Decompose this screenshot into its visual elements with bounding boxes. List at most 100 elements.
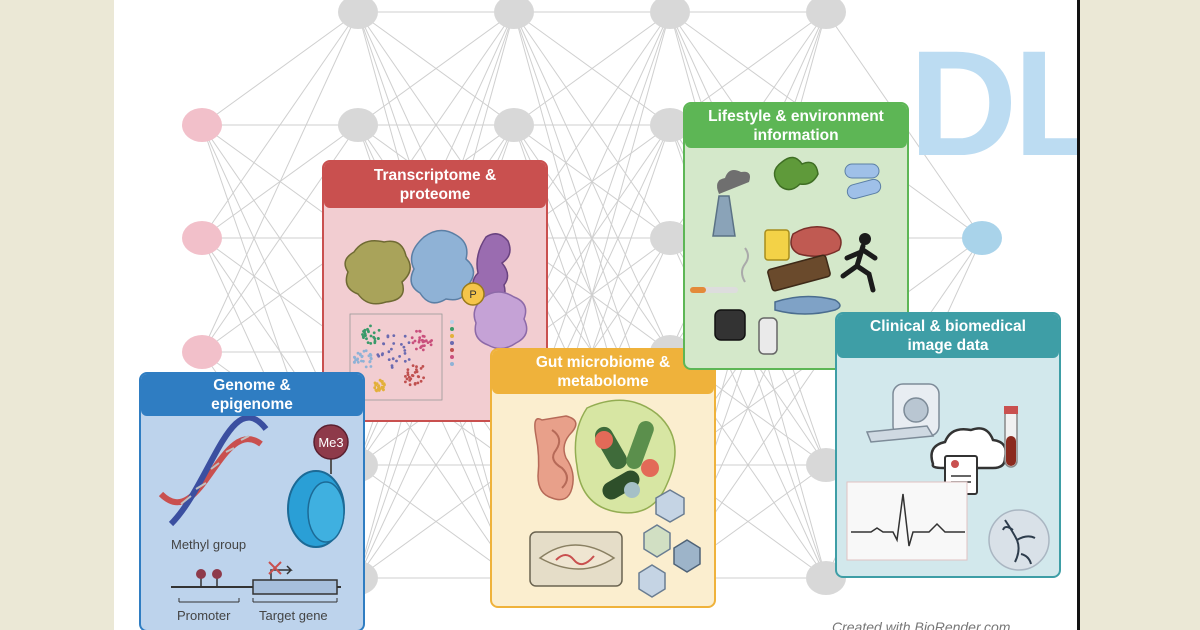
tsne-point <box>375 382 379 385</box>
tsne-legend-marker <box>450 348 454 352</box>
tsne-point <box>363 333 367 337</box>
dl-title: DL <box>909 19 1078 187</box>
tsne-point <box>413 339 417 343</box>
tsne-point <box>392 342 396 345</box>
tsne-point <box>380 380 384 384</box>
tsne-point <box>362 336 365 339</box>
phospho-label: P <box>469 289 476 301</box>
tsne-point <box>406 371 410 374</box>
tsne-point <box>390 347 393 351</box>
tsne-point <box>373 337 377 340</box>
tsne-point <box>377 384 381 388</box>
tsne-point <box>419 379 423 383</box>
tsne-point <box>411 341 415 345</box>
tsne-point <box>423 340 426 343</box>
tsne-point <box>372 331 376 335</box>
network-edge <box>357 11 515 126</box>
tsne-point <box>420 338 424 342</box>
tsne-point <box>418 330 422 333</box>
mri-scanner-icon <box>865 383 940 443</box>
tsne-point <box>429 343 433 347</box>
tsne-point <box>373 386 377 390</box>
tsne-point <box>411 364 415 367</box>
tsne-point <box>415 368 418 371</box>
dna-helix-icon <box>158 414 269 527</box>
tsne-point <box>387 358 391 361</box>
chocolate-icon <box>767 254 831 292</box>
tsne-point <box>417 375 421 379</box>
glucose-meter-icon <box>758 317 778 355</box>
tsne-point <box>416 381 420 385</box>
panel-microbiome-header: Gut microbiome & metabolome <box>492 350 714 394</box>
tsne-point <box>377 328 381 332</box>
tsne-point <box>419 367 423 370</box>
tsne-legend-marker <box>450 362 454 366</box>
tsne-point <box>362 359 365 363</box>
tsne-point <box>365 337 368 341</box>
canvas-border <box>1077 0 1080 630</box>
tsne-point <box>429 340 432 343</box>
panel-transcriptome: P Transcriptome & proteome <box>322 160 548 422</box>
tsne-point <box>369 324 372 328</box>
factory-icon <box>712 170 750 237</box>
tsne-point <box>356 360 360 364</box>
promoter-label: Promoter <box>177 608 231 623</box>
tsne-point <box>421 334 425 338</box>
clinical-illustration <box>846 383 1050 571</box>
diagram-canvas: DL P Transcriptome & proteome <box>114 0 1078 630</box>
tsne-point <box>406 373 410 376</box>
tsne-point <box>418 336 422 340</box>
tsne-legend-marker <box>450 334 454 338</box>
tsne-point <box>352 360 356 364</box>
runner-icon <box>840 233 878 293</box>
intestine-icon <box>534 415 577 501</box>
network-edge <box>201 11 359 239</box>
target-gene-label: Target gene <box>259 608 328 623</box>
hidden-node <box>494 108 534 142</box>
input-node <box>182 335 222 369</box>
tsne-point <box>413 371 417 374</box>
panel-genome-header: Genome & epigenome <box>141 374 363 416</box>
tsne-point <box>421 348 425 352</box>
input-node <box>182 108 222 142</box>
tsne-point <box>375 389 378 393</box>
microbiome-illustration <box>529 399 701 598</box>
panel-clinical: Clinical & biomedical image data <box>835 312 1061 578</box>
nucleosome-icon: Me3 <box>287 424 349 548</box>
hidden-node <box>650 108 690 142</box>
tsne-point <box>400 343 403 346</box>
tsne-point <box>421 365 425 368</box>
tsne-point <box>407 358 411 361</box>
network-edge <box>357 464 515 579</box>
panel-transcriptome-header: Transcriptome & proteome <box>324 162 546 208</box>
tsne-point <box>366 341 370 344</box>
network-edge <box>201 11 359 353</box>
tsne-point <box>423 344 426 347</box>
blood-tube-icon <box>1004 406 1018 468</box>
tsne-legend-marker <box>450 320 454 324</box>
tsne-point <box>407 341 411 344</box>
panel-lifestyle: Lifestyle & environment information <box>683 102 909 370</box>
tsne-point <box>363 328 367 332</box>
tsne-point <box>366 327 369 331</box>
tsne-point <box>369 342 373 345</box>
tsne-point <box>353 355 356 359</box>
sleep-icon <box>774 295 841 315</box>
tsne-point <box>368 352 372 356</box>
panel-microbiome: Gut microbiome & metabolome <box>490 348 716 608</box>
hidden-node <box>806 0 846 29</box>
methyl-group-label: Methyl group <box>171 537 247 552</box>
tsne-legend-marker <box>450 355 454 359</box>
tsne-point <box>356 351 360 355</box>
tsne-point <box>403 349 407 352</box>
lifestyle-illustration <box>690 156 882 355</box>
tsne-point <box>403 334 407 338</box>
tsne-point <box>392 334 396 337</box>
tsne-point <box>378 387 382 391</box>
meat-icon <box>790 226 842 257</box>
network-edge <box>513 11 671 126</box>
me3-label: Me3 <box>318 435 343 450</box>
hidden-node <box>338 0 378 29</box>
tsne-point <box>382 342 385 345</box>
tsne-point <box>362 349 366 353</box>
